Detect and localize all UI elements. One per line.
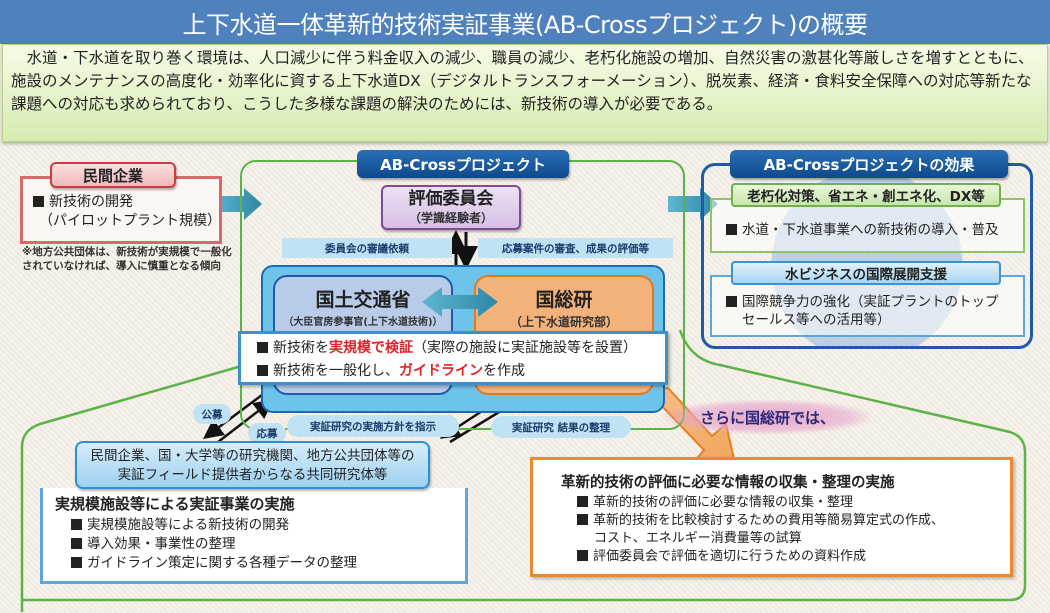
bullet-square-icon (71, 557, 82, 568)
nilim-work-box: 革新的技術の評価に必要な情報の収集・整理の実施 革新的技術の評価に必要な情報の収… (530, 457, 1013, 577)
nilim-work-heading: 革新的技術の評価に必要な情報の収集・整理の実施 (561, 475, 895, 491)
committee-title: 評価委員会 (408, 189, 494, 209)
private-note: ※地方公共団体は、新技術が実規模で一般化されていなければ、導入に慎重となる傾向 (22, 246, 232, 272)
label-committee-request: 委員会の審議依頼 (282, 238, 452, 258)
private-company-tag: 民間企業 (50, 162, 176, 188)
bullet-square-icon (33, 196, 44, 207)
list-item: 評価委員会で評価を適切に行うための資料作成 (563, 548, 1010, 566)
bullet-square-icon (257, 365, 268, 376)
lower-green-frame (20, 329, 1027, 612)
double-arrow-icon (422, 287, 498, 317)
mlit-subtitle: （大臣官房参事官(上下水道技術)） (283, 317, 443, 328)
project-tag: AB-Crossプロジェクト (357, 150, 569, 178)
private-item-sub: （パイロットプラント規模） (39, 213, 221, 229)
page-title: 上下水道一体革新的技術実証事業(AB-Crossプロジェクト)の概要 (0, 0, 1050, 44)
mlit-title: 国土交通省 (315, 289, 411, 311)
list-item: 導入効果・事業性の整理 (71, 535, 465, 554)
task-item: 新技術を一般化し、ガイドラインを作成 (257, 360, 665, 383)
effect-international-tag: 水ビジネスの国際展開支援 (731, 261, 1001, 285)
bullet-square-icon (71, 538, 82, 549)
bullet-square-icon (577, 550, 588, 561)
consortium-line: 実証フィールド提供者からなる共同研究体等 (117, 467, 388, 483)
consortium-box: 民間企業、国・大学等の研究機関、地方公共団体等の 実証フィールド提供者からなる共… (75, 441, 430, 489)
bullet-square-icon (257, 342, 268, 353)
private-item: 新技術の開発 (49, 194, 133, 210)
further-label: さらに国総研では、 (665, 400, 870, 434)
list-item: 革新的技術の評価に必要な情報の収集・整理 (563, 494, 1010, 512)
effect-international-box: 国際競争力の強化（実証プラントのトップ セールス等への活用等） (710, 275, 1025, 337)
list-item: 革新的技術を比較検討するための費用等簡易算定式の作成、コスト、エネルギー消費量等… (563, 512, 1010, 548)
demonstration-box: 実規模施設等による実証事業の実施 実規模施設等による新技術の開発 導入効果・事業… (40, 488, 468, 584)
list-item: ガイドライン策定に関する各種データの整理 (71, 554, 465, 573)
arrow-private-to-project (212, 188, 262, 220)
bullet-square-icon (726, 296, 737, 307)
arrow-project-to-effects (668, 188, 718, 220)
bullet-square-icon (71, 519, 82, 530)
nilim-subtitle: （上下水道研究部） (509, 315, 618, 329)
effects-tag: AB-Crossプロジェクトの効果 (730, 150, 1008, 178)
consortium-line: 民間企業、国・大学等の研究機関、地方公共団体等の (90, 448, 415, 464)
label-committee-review: 応募案件の審査、成果の評価等 (478, 238, 673, 258)
committee-box: 評価委員会 （学識経験者） (381, 185, 521, 230)
bullet-square-icon (726, 224, 737, 235)
label-public-call: 公募 (193, 404, 231, 424)
project-tasks-box: 新技術を実規模で検証（実際の施設に実証施設等を設置） 新技術を一般化し、ガイドラ… (238, 331, 668, 385)
label-results: 実証研究 結果の整理 (491, 416, 631, 438)
bullet-square-icon (577, 514, 588, 525)
effect-domestic-tag: 老朽化対策、省エネ・創エネ化、DX等 (731, 183, 1001, 207)
nilim-title: 国総研 (535, 289, 593, 311)
label-apply: 応募 (248, 423, 286, 443)
demonstration-heading: 実規模施設等による実証事業の実施 (55, 495, 295, 513)
label-policy: 実証研究の実施方針を指示 (287, 415, 459, 437)
list-item: 実規模施設等による新技術の開発 (71, 516, 465, 535)
committee-subtitle: （学識経験者） (408, 211, 493, 225)
task-item: 新技術を実規模で検証（実際の施設に実証施設等を設置） (257, 337, 665, 360)
intro-text: 水道・下水道を取り巻く環境は、人口減少に伴う料金収入の減少、職員の減少、老朽化施… (2, 44, 1048, 142)
bullet-square-icon (577, 496, 588, 507)
